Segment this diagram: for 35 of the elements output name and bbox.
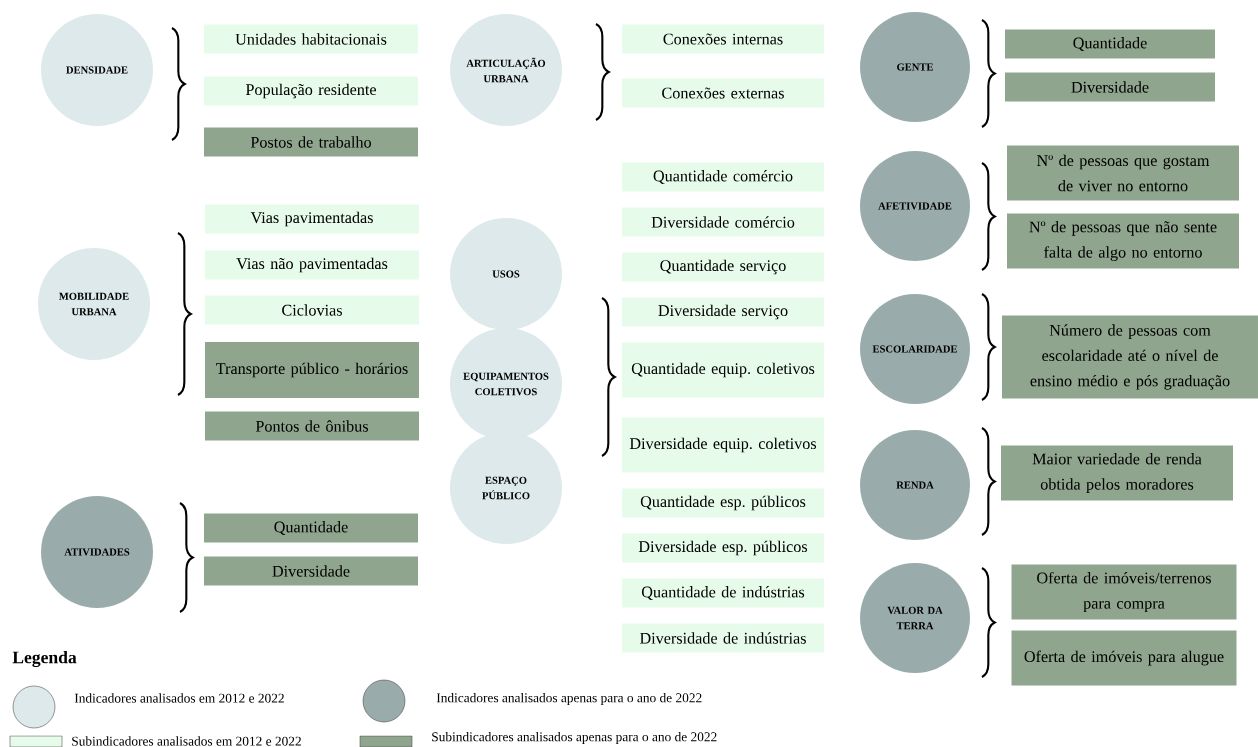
subindicator-box: Oferta de imóveis/terrenos para compra xyxy=(1011,564,1237,620)
subindicator-box: Vias não pavimentadas xyxy=(205,250,419,280)
subindicator-box: Maior variedade de renda obtida pelos moradores xyxy=(1001,445,1233,501)
subindicator-box: Quantidade xyxy=(204,513,418,543)
subindicator-box: Transporte público - horários xyxy=(205,342,419,398)
subindicator-box: Quantidade serviço xyxy=(622,252,824,282)
subindicator-box: Diversidade comércio xyxy=(622,207,824,237)
legend-text: Subindicadores analisados apenas para o ano de 2022 xyxy=(432,731,717,745)
subindicator-box: Quantidade comércio xyxy=(622,162,824,192)
subindicator-box: Conexões internas xyxy=(622,24,824,54)
legend-text: Indicadores analisados apenas para o ano de 2022 xyxy=(436,692,702,706)
subindicator-box: Diversidade xyxy=(204,556,418,586)
subindicator-box: Conexões externas xyxy=(622,78,824,108)
subindicator-box: Quantidade de indústrias xyxy=(622,578,824,608)
subindicator-box: Pontos de ônibus xyxy=(205,411,419,441)
legend-text: Indicadores analisados em 2012 e 2022 xyxy=(74,693,284,703)
subindicator-box: Quantidade esp. públicos xyxy=(622,488,824,518)
subindicator-box: Diversidade de indústrias xyxy=(622,623,824,653)
subindicator-box: Quantidade xyxy=(1005,29,1215,59)
subindicator-box: Nº de pessoas que gostam de viver no entorno xyxy=(1007,145,1239,201)
subindicator-box: Vias pavimentadas xyxy=(205,204,419,234)
subindicator-box: Diversidade xyxy=(1005,72,1215,102)
subindicator-box: Oferta de imóveis para alugue xyxy=(1011,630,1237,686)
subindicator-box: Quantidade equip. coletivos xyxy=(622,342,824,398)
subindicator-box: Nº de pessoas que não sente falta de algo no entorno xyxy=(1007,213,1239,269)
subindicator-box: População residente xyxy=(204,76,418,106)
legend-text: Subindicadores analisados em 2012 e 2022 xyxy=(72,736,301,746)
subindicator-box: Postos de trabalho xyxy=(204,127,418,157)
subindicator-box: Número de pessoas com escolaridade até o nível de ensino médio e pós graduação xyxy=(1002,315,1258,399)
subindicator-box: Diversidade serviço xyxy=(622,297,824,327)
legend-title: Legenda xyxy=(12,650,77,668)
subindicator-box: Unidades habitacionais xyxy=(204,24,418,54)
subindicator-box: Diversidade equip. coletivos xyxy=(622,417,824,473)
subindicator-box: Ciclovias xyxy=(205,295,419,325)
subindicator-box: Diversidade esp. públicos xyxy=(622,533,824,563)
